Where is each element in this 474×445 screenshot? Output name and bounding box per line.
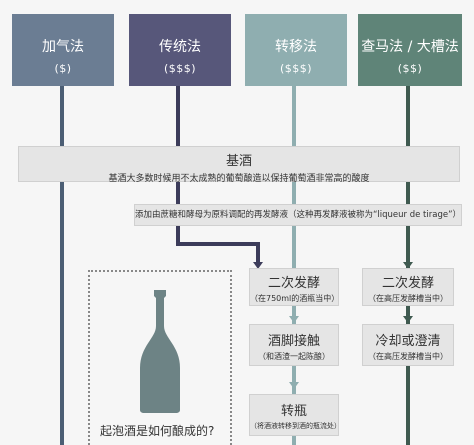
step-title: 二次发酵 bbox=[381, 276, 434, 291]
step-sub: （将酒液转移到酒的瓶流处） bbox=[250, 422, 341, 430]
step-title: 冷却或澄清 bbox=[375, 334, 441, 349]
method-traditional: 传统法 ($$$) bbox=[129, 14, 231, 86]
method-title: 传统法 bbox=[159, 39, 201, 55]
traditional-line-lower bbox=[256, 242, 260, 264]
carbonation-line bbox=[60, 86, 64, 445]
method-transfer: 转移法 ($$$) bbox=[245, 14, 347, 86]
liqueur-note-box: 添加由蔗糖和酵母为原料调配的再发酵液（这种再发酵液被称为“liqueur de … bbox=[134, 204, 462, 226]
step-lees-contact: 酒脚接触 （和酒渣一起陈酿） bbox=[249, 324, 339, 366]
transfer-line bbox=[292, 86, 296, 445]
step-second-fermentation-tank: 二次发酵 （在高压发酵槽当中） bbox=[362, 268, 454, 306]
step-cool-clarify: 冷却或澄清 （在高压发酵槽当中） bbox=[362, 324, 454, 366]
method-title: 转移法 bbox=[275, 39, 317, 55]
illustration-caption: 起泡酒是如何酿成的? bbox=[100, 424, 215, 438]
arrow-down bbox=[253, 262, 263, 269]
method-price: ($$) bbox=[397, 62, 423, 75]
base-wine-title: 基酒 bbox=[225, 154, 252, 169]
bottle-icon bbox=[140, 290, 180, 413]
base-wine-desc: 基酒大多数时候用不太成熟的葡萄酿造以保持葡萄酒非常高的酸度 bbox=[108, 174, 370, 184]
method-price: ($$$) bbox=[163, 62, 197, 75]
base-wine-box: 基酒 基酒大多数时候用不太成熟的葡萄酿造以保持葡萄酒非常高的酸度 bbox=[18, 146, 460, 184]
method-price: ($$$) bbox=[279, 62, 313, 75]
step-second-fermentation-bottle: 二次发酵 （在750ml的酒瓶当中） bbox=[249, 268, 339, 306]
arrow-down bbox=[289, 382, 299, 389]
step-title: 二次发酵 bbox=[267, 276, 320, 291]
method-title: 加气法 bbox=[42, 39, 84, 55]
liqueur-note-text: 添加由蔗糖和酵母为原料调配的再发酵液（这种再发酵液被称为“liqueur de … bbox=[135, 210, 461, 220]
method-carbonation: 加气法 ($) bbox=[12, 14, 114, 86]
step-sub: （在高压发酵槽当中） bbox=[368, 294, 448, 303]
method-charmat: 查马法 / 大槽法 ($$) bbox=[358, 14, 462, 86]
step-title: 转瓶 bbox=[280, 404, 307, 419]
method-title: 查马法 / 大槽法 bbox=[361, 39, 459, 55]
step-transfer: 转瓶 （将酒液转移到酒的瓶流处） bbox=[249, 394, 341, 436]
step-sub: （在750ml的酒瓶当中） bbox=[250, 294, 340, 303]
arrow-down bbox=[403, 262, 413, 269]
arrow-down bbox=[289, 316, 299, 323]
arrow-down bbox=[403, 316, 413, 323]
step-sub: （在高压发酵槽当中） bbox=[368, 352, 448, 361]
method-price: ($) bbox=[54, 62, 72, 75]
step-sub: （和酒渣一起陈酿） bbox=[258, 352, 330, 361]
step-title: 酒脚接触 bbox=[267, 334, 320, 349]
traditional-line-bend bbox=[176, 242, 260, 246]
